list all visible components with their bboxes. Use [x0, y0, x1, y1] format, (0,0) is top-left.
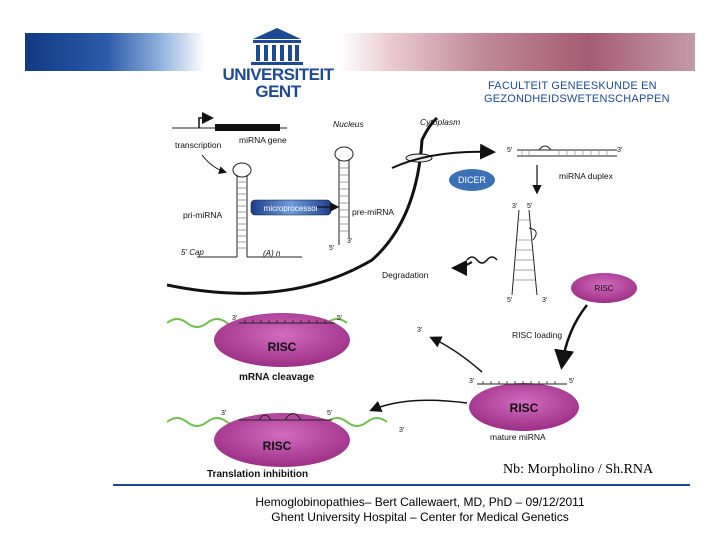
arrow-to-cleavage	[429, 336, 483, 373]
cleavage-5prime: 5'	[337, 315, 342, 322]
risc-free-label: RISC	[594, 284, 613, 293]
cytoplasm-label: Cytoplasm	[420, 117, 460, 127]
pre-mirna-hairpin	[334, 146, 354, 245]
promoter-arrow-icon	[198, 112, 214, 128]
unwind-5prime-bottom: 5'	[507, 297, 512, 304]
duplex-3prime: 3'	[617, 147, 622, 154]
risc-inhibition-label: RISC	[263, 439, 292, 453]
pre-mirna-5prime: 5'	[329, 245, 334, 252]
footer-line1: Hemoglobinopathies– Bert Callewaert, MD,…	[255, 495, 585, 509]
pre-mirna-label: pre-miRNA	[352, 207, 394, 217]
cleavage-3prime-right: 3'	[417, 327, 422, 334]
risc-inhibition	[214, 413, 350, 467]
mirna-duplex-label: miRNA duplex	[559, 171, 614, 181]
mirna-pathway-diagram: miRNA gene transcription pri-miRNA 5' Ca…	[167, 112, 637, 480]
footer-line2: Ghent University Hospital – Center for M…	[271, 510, 569, 524]
faculty-line1: FACULTEIT GENEESKUNDE EN	[488, 80, 657, 92]
degradation-label: Degradation	[382, 270, 429, 280]
dicer-enzyme	[449, 169, 495, 191]
risc-cleavage-label: RISC	[268, 340, 297, 354]
transcription-arrow	[201, 154, 227, 175]
risc-loading-label-text: RISC loading	[512, 330, 562, 340]
university-name-line2: GENT	[255, 82, 301, 101]
cleavage-3prime-left: 3'	[232, 315, 237, 322]
risc-cleavage	[214, 313, 350, 367]
risc-loading-label: RISC loading	[512, 330, 562, 340]
mirna-gene-block	[215, 124, 280, 131]
university-logo-icon	[251, 28, 303, 65]
nuclear-membrane	[167, 116, 439, 295]
mature-mirna-label: mature miRNA	[490, 432, 546, 442]
risc-mature-3prime: 3'	[469, 378, 474, 385]
unwind-3prime-top: 3'	[512, 203, 517, 210]
risc-free	[571, 273, 637, 303]
risc-loading-arrow	[554, 304, 588, 370]
dicer-label: DICER	[458, 175, 487, 185]
arrow-to-inhibition	[369, 399, 468, 412]
nucleus-label: Nucleus	[333, 119, 364, 129]
mirna-duplex-icon	[517, 145, 617, 157]
note-text: Nb: Morpholino / Sh.RNA	[503, 462, 654, 477]
faculty-name: FACULTEIT GENEESKUNDE EN GEZONDHEIDSWETE…	[484, 80, 688, 106]
university-name-line1: UNIVERSITEIT	[222, 65, 334, 84]
microprocessor-label: microprocessor	[264, 204, 319, 213]
university-name: UNIVERSITEIT GENT	[218, 66, 338, 100]
duplex-5prime: 5'	[507, 147, 512, 154]
translation-inhibition-label: Translation inhibition	[207, 469, 308, 480]
pre-mirna-3prime: 3'	[347, 238, 352, 245]
polya-label: (A) n	[263, 249, 281, 258]
unwind-5prime-top: 5'	[527, 203, 532, 210]
inhibition-3prime-right: 3'	[399, 427, 404, 434]
risc-mature	[469, 383, 579, 431]
footer: Hemoglobinopathies– Bert Callewaert, MD,…	[200, 495, 640, 525]
inhibition-3prime-left: 3'	[221, 410, 226, 417]
faculty-line2: GEZONDHEIDSWETENSCHAPPEN	[484, 93, 670, 105]
unwinding-duplex	[511, 209, 538, 296]
cap-label: 5' Cap	[181, 248, 204, 257]
export-arrow	[391, 143, 496, 169]
header-banner-right	[340, 33, 695, 71]
pri-mirna-hairpin	[197, 162, 302, 258]
risc-mature-5prime: 5'	[569, 378, 574, 385]
footer-rule	[113, 484, 690, 486]
unwind-3prime-bottom: 3'	[542, 297, 547, 304]
transcription-label: transcription	[175, 140, 222, 150]
mrna-cleavage-label: mRNA cleavage	[239, 372, 315, 383]
inhibition-5prime: 5'	[327, 410, 332, 417]
mirna-gene-label: miRNA gene	[239, 135, 287, 145]
header-banner-left	[25, 33, 205, 71]
degradation-arrow	[451, 259, 473, 276]
degradation-squiggle-icon	[466, 256, 498, 264]
pri-mirna-label: pri-miRNA	[183, 210, 223, 220]
risc-mature-label: RISC	[510, 401, 539, 415]
